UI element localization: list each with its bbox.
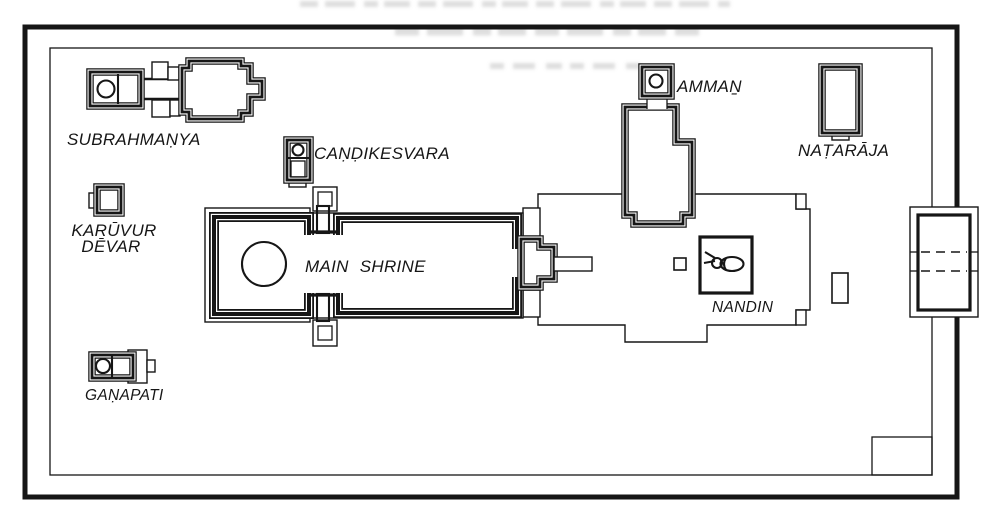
nataraja-shrine xyxy=(818,63,863,141)
labels: SUBRAHMAṆYA KARŪVUR DĒVAR GAṆAPATI CAṆḌI… xyxy=(67,77,889,404)
south-porch-steps xyxy=(317,325,333,341)
print-through-artifact xyxy=(300,1,730,69)
label-main-shrine: MAIN SHRINE xyxy=(305,257,426,276)
east-doorway-opening xyxy=(511,249,519,277)
label-nataraja: NAṬARĀJA xyxy=(798,141,889,160)
subrahmanya-shrine xyxy=(86,57,266,123)
deity-circle-icon xyxy=(96,79,116,99)
sanctum-walls xyxy=(209,212,314,319)
platform-west-tab-south xyxy=(522,289,541,318)
platform-corner-step-ne xyxy=(795,193,807,210)
ganapati-step xyxy=(146,359,156,373)
ganapati-shrine xyxy=(88,349,156,384)
amman-shrine xyxy=(621,63,696,228)
nandi-bull-icon xyxy=(703,251,745,273)
lingam-circle-icon xyxy=(240,240,288,288)
east-pedestal xyxy=(831,272,849,304)
platform-small-pedestal xyxy=(673,257,687,271)
karuvur-devar-shrine xyxy=(88,183,125,217)
passage-opening xyxy=(302,235,345,293)
candikesvara-shrine xyxy=(283,136,314,188)
deity-circle-icon xyxy=(648,73,664,89)
label-karuvur-devar-line2: DĒVAR xyxy=(81,237,140,256)
label-subrahmanya: SUBRAHMAṆYA xyxy=(67,130,201,149)
amman-body xyxy=(621,103,696,228)
platform-corner-step-se xyxy=(795,309,807,326)
label-karuvur-devar-line1: KARŪVUR xyxy=(71,221,156,240)
subrahmanya-south-tab xyxy=(151,99,171,118)
label-amman: AMMAṈ xyxy=(676,77,742,96)
deity-circle-icon xyxy=(291,143,305,157)
gopura-walls xyxy=(916,213,972,312)
deity-circle-icon xyxy=(94,357,112,375)
label-candikesvara: CAṆḌIKESVARA xyxy=(314,144,450,163)
subrahmanya-north-tab xyxy=(151,61,169,80)
nandi-platform xyxy=(522,193,849,343)
east-entrance-steps xyxy=(553,256,593,272)
nataraja-cell xyxy=(818,63,863,137)
karuvur-devar-cell xyxy=(93,183,125,217)
label-nandin: NANDIN xyxy=(712,299,774,316)
main-shrine-complex xyxy=(204,186,593,347)
corner-room xyxy=(871,436,933,476)
amman-entrance-cell xyxy=(638,63,675,100)
label-ganapati: GAṆAPATI xyxy=(85,387,164,404)
south-porch xyxy=(312,319,338,347)
east-gateway-gopura xyxy=(909,206,979,318)
platform-west-tab-north xyxy=(522,207,541,238)
